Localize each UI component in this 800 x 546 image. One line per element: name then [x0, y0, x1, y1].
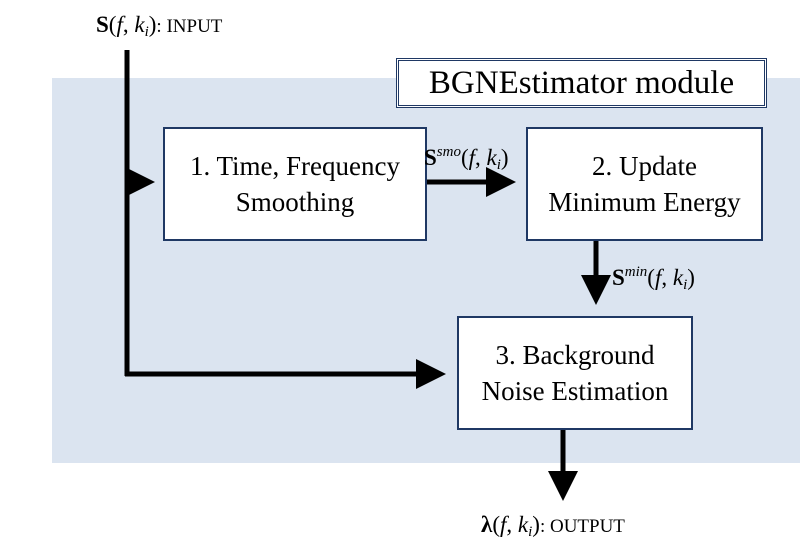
- min-label: Smin(f, ki): [612, 264, 695, 294]
- output-symbol: λ: [481, 512, 493, 537]
- input-sub: i: [144, 24, 149, 40]
- output-comma: ,: [506, 512, 518, 537]
- smoothing-box-line1: 1. Time, Frequency: [189, 151, 400, 181]
- estimation-box: 3. Background Noise Estimation: [457, 316, 693, 430]
- smo-sup: smo: [436, 144, 461, 160]
- smo-sub: i: [496, 157, 501, 173]
- input-symbol: S: [96, 12, 109, 37]
- smo-f: f: [468, 145, 476, 170]
- min-symbol: S: [612, 265, 625, 290]
- min-comma: ,: [661, 265, 673, 290]
- input-f: f: [116, 12, 123, 37]
- smoothing-box: 1. Time, Frequency Smoothing: [163, 127, 427, 241]
- module-title: BGNEstimator module: [396, 58, 767, 108]
- smo-args-close: ): [500, 145, 509, 170]
- min-args-close: ): [687, 265, 695, 290]
- output-f: f: [499, 512, 507, 537]
- output-sub: i: [528, 524, 533, 540]
- smo-comma: ,: [475, 145, 487, 170]
- smo-args-open: (: [460, 145, 469, 170]
- input-args-open: (: [108, 12, 117, 37]
- output-k: k: [517, 512, 529, 537]
- min-k: k: [672, 265, 684, 290]
- min-args-open: (: [647, 265, 655, 290]
- input-comma: ,: [122, 12, 135, 37]
- min-f: f: [654, 265, 662, 290]
- estimation-box-line2: Noise Estimation: [481, 376, 669, 406]
- update-box: 2. Update Minimum Energy: [526, 127, 763, 241]
- estimation-box-line1: 3. Background: [495, 340, 655, 370]
- smo-k: k: [486, 145, 497, 170]
- smo-symbol: S: [424, 145, 437, 170]
- smoothing-box-line2: Smoothing: [235, 187, 355, 217]
- output-suffix: : OUTPUT: [539, 516, 625, 537]
- min-sup: min: [624, 264, 648, 280]
- update-box-line1: 2. Update: [592, 151, 697, 181]
- update-box-line2: Minimum Energy: [548, 187, 741, 217]
- input-args-close: ): [148, 12, 157, 37]
- input-suffix: : INPUT: [156, 16, 223, 37]
- min-sub: i: [683, 277, 688, 293]
- input-k: k: [134, 12, 145, 37]
- output-args-open: (: [492, 512, 500, 537]
- output-args-close: ): [532, 512, 540, 537]
- input-label: S(f, ki): INPUT: [96, 12, 222, 41]
- smo-label: Ssmo(f, ki): [424, 144, 509, 174]
- output-label: λ(f, ki): OUTPUT: [481, 512, 625, 541]
